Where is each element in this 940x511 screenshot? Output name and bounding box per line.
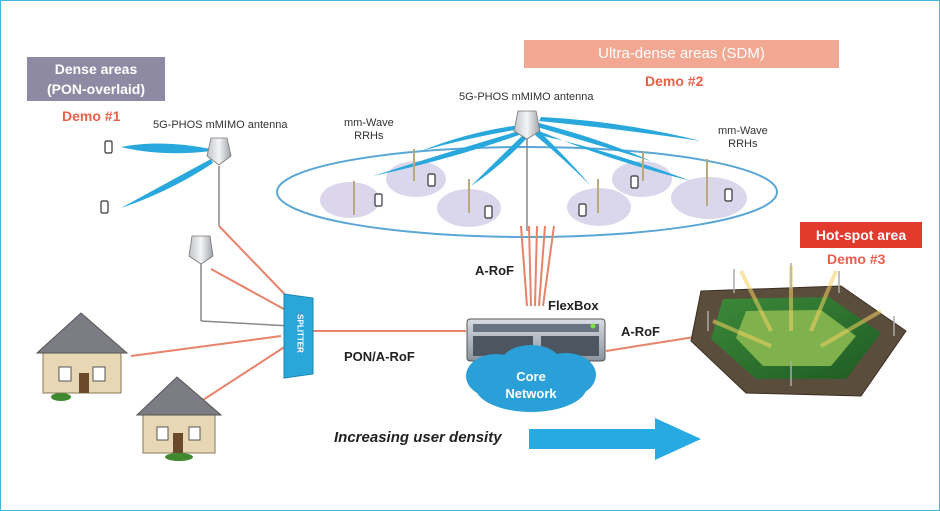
increasing-density-label: Increasing user density: [334, 429, 502, 446]
phone-icon: [578, 203, 587, 217]
flexbox-server: [466, 318, 606, 362]
house-1: [35, 312, 129, 401]
demo1-label: Demo #1: [62, 108, 121, 124]
pon-arof-label: PON/A-RoF: [344, 349, 415, 364]
mmwave-rrh-left-label: mm-Wave RRHs: [344, 117, 394, 142]
mid-antenna: [188, 235, 214, 265]
demo3-label: Demo #3: [827, 251, 886, 267]
mmwave-rrh-poles: [353, 149, 708, 215]
center-antenna-label: 5G-PHOS mMIMO antenna: [459, 91, 594, 103]
demo2-label: Demo #2: [645, 73, 704, 89]
left-antenna-beams: [121, 143, 213, 208]
stadium: [690, 263, 907, 397]
center-mmimo-antenna: [513, 110, 541, 140]
phone-icon: [484, 205, 493, 219]
phone-icon: [100, 200, 109, 214]
fiber-splitter-to-mid-antenna: [210, 268, 292, 314]
splitter-label: SPLITTER: [295, 314, 305, 353]
phone-icon: [104, 140, 113, 154]
house-2: [135, 376, 223, 461]
hot-spot-area-label: Hot-spot area: [800, 222, 922, 248]
flexbox-label: FlexBox: [548, 298, 599, 313]
core-network-label: Core Network: [505, 369, 557, 401]
core-network-cloud: [466, 345, 596, 412]
fiber-flexbox-to-ring-5: [542, 225, 555, 307]
dense-areas-label: Dense areas (PON-overlaid): [27, 57, 165, 101]
increasing-density-arrow: [529, 418, 701, 460]
arof-right-label: A-RoF: [621, 324, 660, 339]
fiber-flexbox-to-ring-2: [528, 225, 532, 307]
phone-icon: [427, 173, 436, 187]
small-cells: [320, 161, 747, 227]
center-antenna-beams: [373, 117, 701, 186]
small-cell: [386, 161, 446, 197]
user-devices: [100, 140, 733, 219]
left-mmimo-antenna: [206, 137, 232, 166]
mmwave-rrh-right-label: mm-Wave RRHs: [718, 125, 768, 150]
splitter-device: [283, 293, 314, 379]
phone-icon: [630, 175, 639, 189]
phone-icon: [724, 188, 733, 202]
small-cell: [671, 177, 747, 219]
left-antenna-label: 5G-PHOS mMIMO antenna: [153, 119, 288, 131]
fiber-links: [130, 225, 702, 412]
arof-vertical-label: A-RoF: [475, 263, 514, 278]
fiber-splitter-to-left-antenna: [218, 225, 297, 307]
antenna-masts: [200, 133, 528, 327]
fiber-splitter-to-house-1: [130, 335, 282, 357]
phone-icon: [374, 193, 383, 207]
small-cell: [320, 182, 380, 218]
fiber-flexbox-to-ring-4: [538, 225, 546, 307]
fiber-flexbox-to-ring-3: [534, 225, 538, 307]
fiber-flexbox-to-stadium: [605, 335, 702, 352]
ultra-dense-areas-label: Ultra-dense areas (SDM): [524, 40, 839, 68]
fiber-flexbox-to-ring-1: [520, 225, 528, 307]
